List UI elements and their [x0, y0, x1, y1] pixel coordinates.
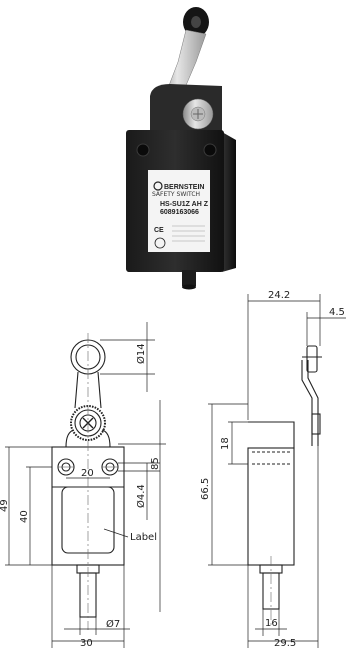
- dim-width-30: 30: [80, 638, 93, 649]
- photo-mount-hole-left: [136, 143, 150, 157]
- side-switch-body: [247, 447, 295, 566]
- front-lever: [74, 371, 102, 409]
- dim-height-85: 85: [150, 457, 161, 470]
- dim-plunger-diameter: Ø7: [106, 618, 120, 630]
- photo-ce-mark: CE: [154, 227, 164, 234]
- dim-66-5: 66.5: [200, 478, 211, 500]
- photo-model: HS-SU1Z AH Z: [160, 201, 209, 208]
- photo-plunger: [182, 270, 196, 286]
- dim-16: 16: [265, 618, 278, 629]
- dim-hole-diameter: Ø4.4: [135, 484, 147, 508]
- product-photo: BERNSTEIN SAFETY SWITCH HS-SU1Z AH Z 608…: [126, 7, 236, 290]
- dim-roller-width: 4.5: [329, 307, 345, 318]
- side-roller: [306, 345, 318, 373]
- photo-subtitle: SAFETY SWITCH: [152, 191, 200, 198]
- side-dimension-lines: [208, 294, 346, 648]
- dim-roller-diameter: Ø14: [135, 343, 147, 364]
- photo-brand: BERNSTEIN: [164, 184, 204, 191]
- side-view-drawing: [247, 345, 322, 625]
- dim-top-width: 24.2: [268, 290, 290, 301]
- front-dimension-lines: [5, 322, 166, 648]
- dim-height-49: 49: [0, 499, 10, 512]
- dim-18: 18: [220, 437, 231, 450]
- dim-mount-spacing: 20: [81, 468, 94, 479]
- photo-article: 6089163066: [160, 209, 199, 216]
- dim-height-40: 40: [19, 510, 30, 523]
- dim-depth-29-5: 29.5: [274, 638, 296, 649]
- front-label-callout: Label: [130, 532, 157, 543]
- front-view-drawing: [51, 333, 125, 630]
- photo-ul-mark: [154, 237, 166, 249]
- photo-mount-hole-right: [203, 143, 217, 157]
- side-lever: [301, 360, 319, 446]
